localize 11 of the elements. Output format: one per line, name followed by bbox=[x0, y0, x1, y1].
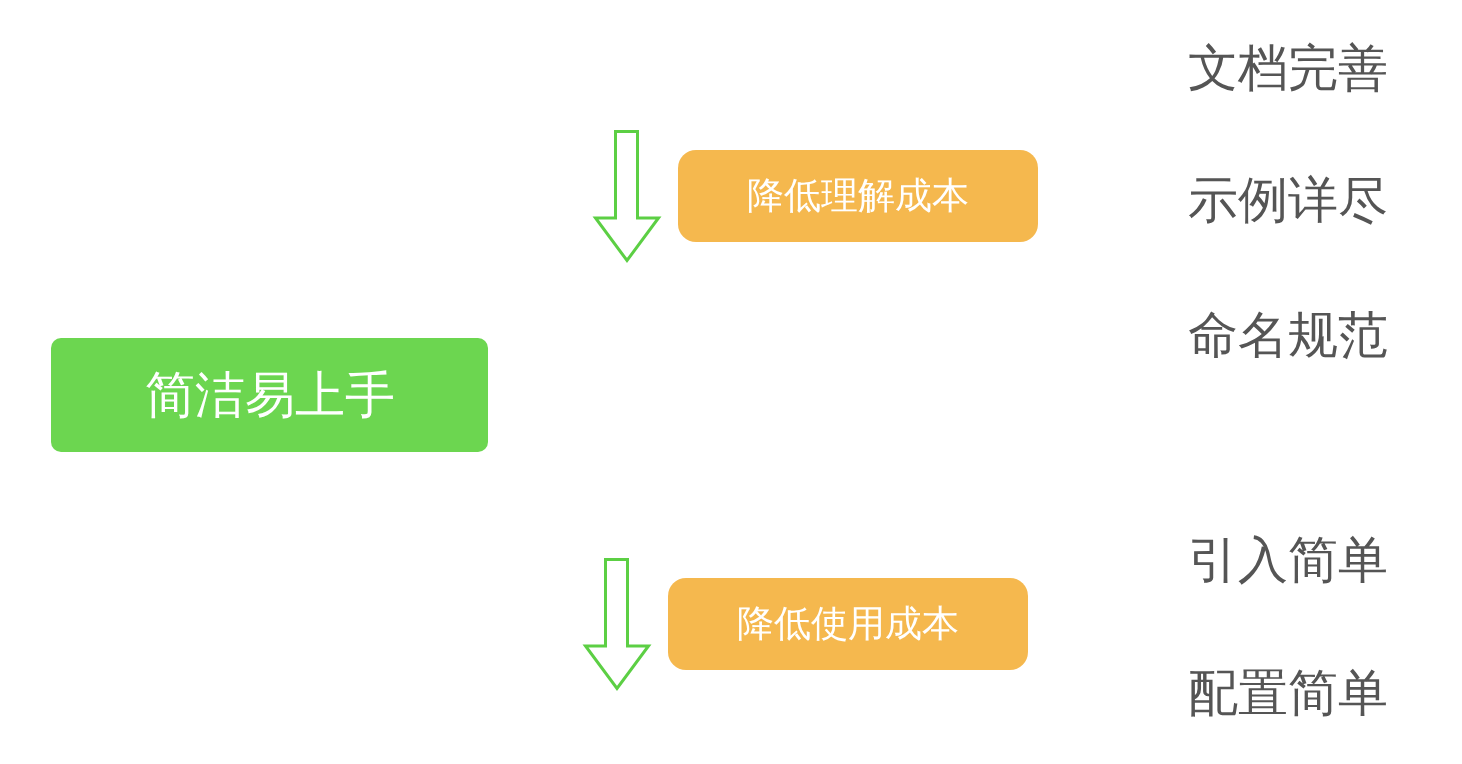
topic-title: 简洁易上手 bbox=[144, 367, 395, 423]
topic-panel bbox=[51, 338, 488, 452]
feature-label: 引入简单 bbox=[1188, 532, 1388, 588]
cost-title: 降低使用成本 bbox=[737, 603, 959, 645]
cost-title: 降低理解成本 bbox=[747, 175, 969, 217]
cost-panel bbox=[678, 150, 1038, 242]
feature-label: 命名规范 bbox=[1188, 307, 1388, 363]
cost-panel bbox=[668, 578, 1028, 670]
feature-label: 文档完善 bbox=[1188, 40, 1388, 96]
feature-label: 配置简单 bbox=[1188, 665, 1388, 721]
feature-label: 示例详尽 bbox=[1188, 172, 1388, 228]
